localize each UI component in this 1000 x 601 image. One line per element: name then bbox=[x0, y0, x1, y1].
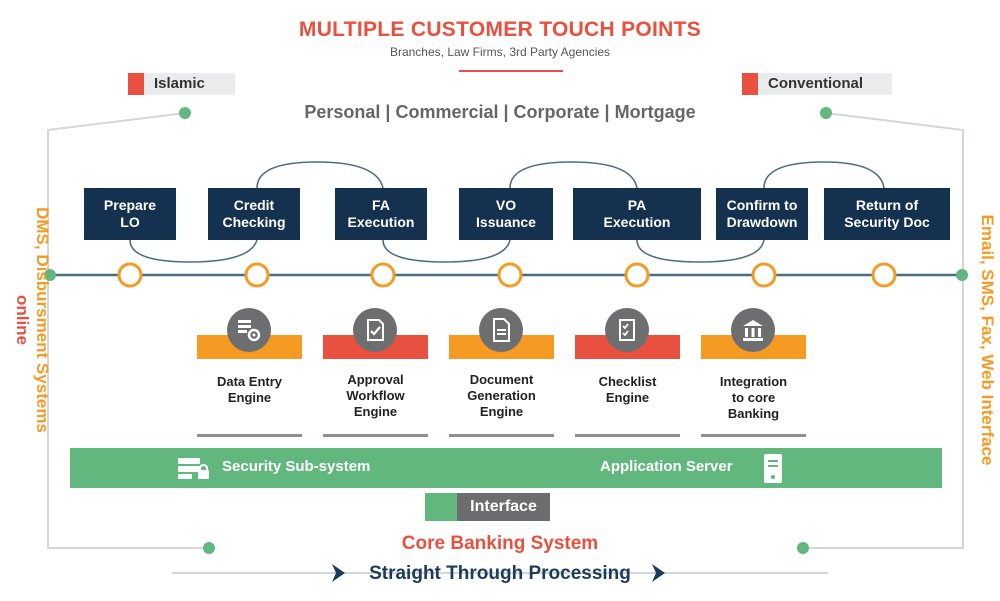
stp-label: Straight Through Processing bbox=[369, 563, 631, 584]
chevron-right-icon bbox=[332, 564, 345, 582]
conventional-tag-label: Conventional bbox=[768, 75, 864, 92]
step-prepare-lo: Prepare LO bbox=[84, 188, 176, 240]
step-credit-checking: Credit Checking bbox=[208, 188, 300, 240]
engine-label-checklist: Checklist Engine bbox=[598, 374, 657, 405]
server-lock-icon bbox=[176, 456, 212, 485]
timeline-node-7 bbox=[871, 262, 897, 288]
step-label: Return of Security Doc bbox=[844, 197, 930, 230]
page-title: MULTIPLE CUSTOMER TOUCH POINTS bbox=[298, 18, 702, 41]
islamic-tag-label: Islamic bbox=[154, 75, 205, 92]
step-label: Prepare LO bbox=[103, 197, 157, 230]
step-label: VO Issuance bbox=[476, 197, 536, 230]
conventional-tag: Conventional bbox=[742, 73, 892, 95]
data-entry-gear-icon bbox=[227, 308, 271, 352]
step-confirm-drawdown: Confirm to Drawdown bbox=[716, 188, 808, 240]
step-return-security-doc: Return of Security Doc bbox=[824, 188, 950, 240]
step-label: FA Execution bbox=[347, 197, 415, 230]
timeline-node-6 bbox=[751, 262, 777, 288]
step-pa-execution: PA Execution bbox=[573, 188, 701, 240]
security-subsystem-label: Security Sub-system bbox=[222, 458, 371, 475]
timeline-node-1 bbox=[117, 262, 143, 288]
left-side-line2: online bbox=[13, 294, 32, 346]
platform-bar: Security Sub-system Application Server bbox=[70, 448, 942, 488]
title-underline bbox=[459, 70, 563, 72]
server-icon bbox=[763, 453, 783, 489]
left-side-line1: DMS, Disbursment Systems bbox=[33, 207, 52, 433]
engine-rule bbox=[197, 434, 302, 437]
right-side-text: Email, SMS, Fax, Web Interface bbox=[977, 130, 997, 550]
conventional-tag-swatch bbox=[742, 73, 758, 95]
engine-rule bbox=[701, 434, 806, 437]
engine-label-document: Document Generation Engine bbox=[467, 372, 536, 419]
step-fa-execution: FA Execution bbox=[335, 188, 427, 240]
step-label: PA Execution bbox=[603, 197, 671, 230]
approval-check-icon bbox=[353, 308, 397, 352]
segments-line: Personal | Commercial | Corporate | Mort… bbox=[304, 102, 696, 122]
engine-label-approval: Approval Workflow Engine bbox=[346, 372, 405, 419]
engine-rule bbox=[323, 434, 428, 437]
interface-swatch bbox=[425, 493, 457, 521]
left-side-text: DMS, Disbursment Systems online bbox=[12, 110, 52, 530]
timeline-node-2 bbox=[244, 262, 270, 288]
timeline-node-3 bbox=[370, 262, 396, 288]
engine-rule bbox=[449, 434, 554, 437]
page-subtitle: Branches, Law Firms, 3rd Party Agencies bbox=[389, 45, 611, 59]
timeline-node-5 bbox=[624, 262, 650, 288]
chevron-right-icon bbox=[652, 564, 665, 582]
engine-rule bbox=[575, 434, 680, 437]
islamic-tag: Islamic bbox=[128, 73, 235, 95]
step-vo-issuance: VO Issuance bbox=[459, 188, 553, 240]
right-side-line1: Email, SMS, Fax, Web Interface bbox=[978, 214, 997, 466]
islamic-tag-swatch bbox=[128, 73, 144, 95]
step-label: Confirm to Drawdown bbox=[726, 197, 798, 230]
step-label: Credit Checking bbox=[222, 197, 286, 230]
checklist-icon bbox=[605, 308, 649, 352]
document-icon bbox=[479, 308, 523, 352]
core-banking-label: Core Banking System bbox=[401, 533, 599, 554]
bank-icon bbox=[731, 308, 775, 352]
application-server-label: Application Server bbox=[600, 458, 733, 475]
interface-label: Interface bbox=[457, 493, 550, 521]
engine-label-data-entry: Data Entry Engine bbox=[216, 374, 283, 405]
timeline-node-4 bbox=[497, 262, 523, 288]
engine-label-integration: Integration to core Banking bbox=[719, 374, 788, 421]
